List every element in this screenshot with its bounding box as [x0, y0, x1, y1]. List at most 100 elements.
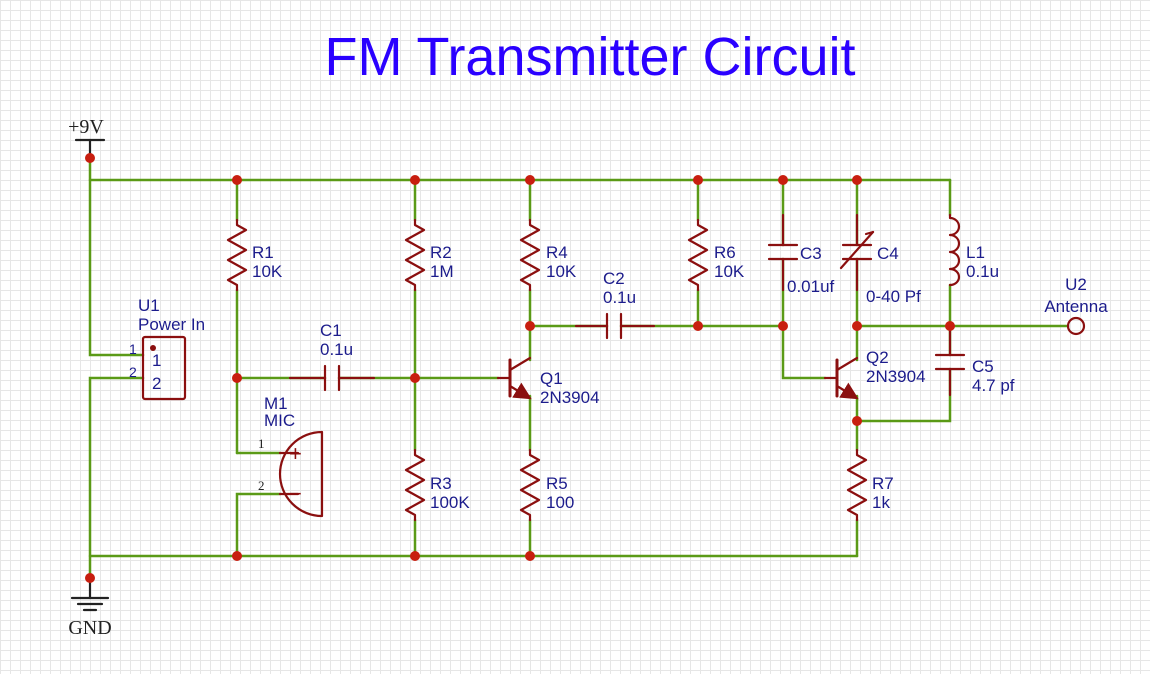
m1-value: MIC	[264, 411, 295, 430]
c1-value: 0.1u	[320, 340, 353, 359]
r6-resistor: R6 10K	[687, 218, 745, 292]
r2-resistor: R2 1M	[404, 218, 454, 292]
gnd-symbol: GND	[68, 576, 112, 639]
junction-dot	[945, 321, 955, 331]
r5-zigzag	[519, 448, 541, 522]
r1-zigzag	[226, 218, 248, 292]
junction-dot	[232, 175, 242, 185]
r4-value: 10K	[546, 262, 577, 281]
r5-resistor: R5 100	[519, 448, 574, 522]
junction-dot	[693, 321, 703, 331]
junction-dot	[232, 551, 242, 561]
junction-dot	[852, 175, 862, 185]
r6-value: 10K	[714, 262, 745, 281]
c2-capacitor: C2 0.1u	[574, 269, 656, 340]
m1-minus-sign: −	[289, 481, 302, 506]
junction-dot	[693, 175, 703, 185]
m1-body	[278, 430, 324, 518]
r4-zigzag	[519, 218, 541, 292]
junction-dot	[852, 321, 862, 331]
u1-value: Power In	[138, 315, 205, 334]
r2-ref: R2	[430, 243, 452, 262]
c5-value: 4.7 pf	[972, 376, 1015, 395]
junction-dot	[410, 175, 420, 185]
r7-value: 1k	[872, 493, 890, 512]
c1-capacitor: C1 0.1u	[288, 321, 376, 392]
junction-dot	[778, 321, 788, 331]
m1-pin1-num: 1	[258, 436, 265, 451]
u2-ref: U2	[1065, 275, 1087, 294]
c4-arrow-tip	[864, 230, 875, 236]
wires	[88, 156, 1070, 580]
r4-resistor: R4 10K	[519, 218, 577, 292]
m1-ref: M1	[264, 394, 288, 413]
l1-coil	[948, 213, 961, 287]
r4-ref: R4	[546, 243, 568, 262]
r1-ref: R1	[252, 243, 274, 262]
r5-value: 100	[546, 493, 574, 512]
c4-variable-capacitor: C4 0-40 Pf	[839, 213, 921, 306]
r6-ref: R6	[714, 243, 736, 262]
vcc-label: +9V	[68, 116, 104, 138]
c5-ref: C5	[972, 357, 994, 376]
r5-ref: R5	[546, 474, 568, 493]
antenna-terminal-circle	[1066, 316, 1086, 336]
vcc-to-u1-wire	[88, 156, 145, 357]
c5-capacitor: C5 4.7 pf	[934, 324, 1015, 397]
mic-pin2-wire	[235, 492, 282, 558]
r7-ref: R7	[872, 474, 894, 493]
junction-dot	[852, 416, 862, 426]
u1-ref: U1	[138, 296, 160, 315]
junctions	[85, 153, 955, 583]
r1-resistor: R1 10K	[226, 218, 283, 292]
u1-pin2-inner: 2	[152, 374, 161, 393]
c3-ref: C3	[800, 244, 822, 263]
c1-ref: C1	[320, 321, 342, 340]
u1-pin1-marker	[150, 345, 156, 351]
u2-antenna: U2 Antenna	[1044, 275, 1108, 336]
junction-dot	[410, 373, 420, 383]
vcc-symbol: +9V	[68, 116, 106, 160]
c3-value: 0.01uf	[787, 277, 835, 296]
c4-value: 0-40 Pf	[866, 287, 921, 306]
q1-transistor: Q1 2N3904	[496, 356, 600, 407]
q1-value: 2N3904	[540, 388, 600, 407]
u1-to-gnd-wire	[88, 376, 145, 580]
junction-dot	[525, 551, 535, 561]
junction-dot	[525, 175, 535, 185]
junction-dot	[410, 551, 420, 561]
r3-zigzag	[404, 448, 426, 522]
c3-to-q2-base-wire	[781, 257, 827, 380]
junction-dot	[232, 373, 242, 383]
u2-value: Antenna	[1044, 297, 1108, 316]
r3-resistor: R3 100K	[404, 448, 470, 522]
m1-plus-sign: +	[289, 441, 302, 466]
r7-zigzag	[846, 448, 868, 522]
c3-capacitor: C3 0.01uf	[767, 213, 835, 296]
q2-emitter-arrow	[835, 382, 859, 400]
junction-dot	[778, 175, 788, 185]
c4-variable-arrow	[839, 230, 875, 270]
junction-dot	[85, 573, 95, 583]
c2-value: 0.1u	[603, 288, 636, 307]
u1-pin1-outer: 1	[129, 341, 137, 357]
q2-collector	[835, 356, 859, 372]
r3-ref: R3	[430, 474, 452, 493]
r7-resistor: R7 1k	[846, 448, 894, 522]
m1-microphone: 1 2 + − M1 MIC	[258, 394, 324, 518]
r1-value: 10K	[252, 262, 283, 281]
l1-value: 0.1u	[966, 262, 999, 281]
q2-value: 2N3904	[866, 367, 926, 386]
q1-ref: Q1	[540, 369, 563, 388]
r2-value: 1M	[430, 262, 454, 281]
r2-zigzag	[404, 218, 426, 292]
l1-inductor: L1 0.1u	[948, 213, 999, 287]
u1-pin2-outer: 2	[129, 364, 137, 380]
q2-transistor: Q2 2N3904	[823, 348, 926, 400]
l1-ref: L1	[966, 243, 985, 262]
q2-ref: Q2	[866, 348, 889, 367]
q1-emitter-arrow	[508, 382, 532, 400]
c2-ref: C2	[603, 269, 625, 288]
u1-pin1-inner: 1	[152, 351, 161, 370]
